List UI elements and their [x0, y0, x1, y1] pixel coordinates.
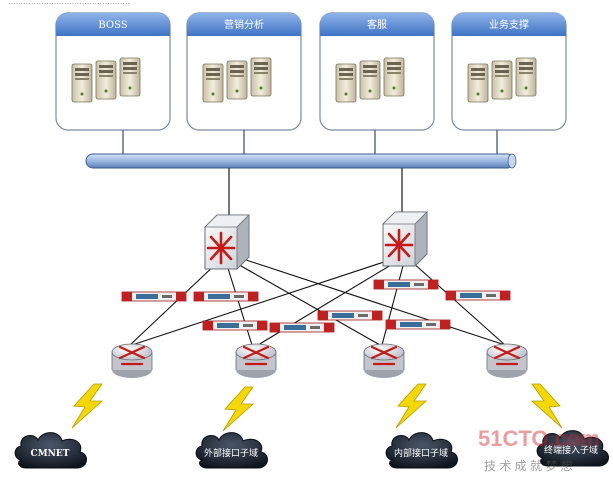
cloud-label: CMNET: [31, 449, 70, 459]
router-icon: [110, 342, 154, 380]
lightning-icon: [71, 383, 103, 429]
server-uplinks: [122, 130, 498, 154]
mesh-links: [129, 257, 506, 346]
firewall-icon: [385, 319, 451, 330]
watermark-logo: 51CTO.com 技 术 成 就 梦 想: [478, 426, 600, 473]
router-icon: [362, 342, 406, 380]
server-group-label: BOSS: [98, 20, 127, 31]
firewall-icon: [445, 290, 511, 301]
server-icon: [72, 58, 140, 102]
server-group-marketing: 营销分析: [186, 12, 302, 131]
bus-uplinks: [228, 168, 403, 215]
server-icon: [203, 58, 271, 102]
server-group-label: 客服: [367, 18, 387, 31]
server-icon: [336, 58, 404, 102]
server-group-label: 营销分析: [224, 18, 264, 31]
firewall-icon: [373, 279, 439, 290]
header-fragment: ........................................…: [8, 0, 130, 6]
firewall-icon: [202, 320, 268, 331]
watermark-tagline: 技 术 成 就 梦 想: [484, 458, 573, 473]
core-switch-left: [203, 213, 251, 271]
router-icon: [234, 342, 278, 380]
server-group-label: 业务支撑: [489, 18, 529, 31]
cloud-label: 内部接口子域: [394, 447, 448, 459]
backbone-bus: [85, 153, 517, 169]
cloud-label: 终端接入子域: [544, 444, 598, 456]
router-icon: [485, 342, 529, 380]
cloud-external: 外部接口子域: [195, 432, 268, 469]
firewall-icon: [269, 322, 335, 333]
lightning-icon: [222, 386, 254, 432]
firewall-icon: [121, 291, 187, 302]
server-icon: [468, 58, 536, 102]
server-group-support: 业务支撑: [451, 12, 567, 131]
cloud-internal: 内部接口子域: [385, 432, 458, 469]
core-switch-right: [381, 210, 429, 268]
lightning-icon: [531, 383, 563, 429]
server-group-boss: BOSS: [55, 12, 171, 131]
firewall-icon: [193, 291, 259, 302]
lightning-icon: [395, 383, 427, 429]
cloud-cmnet: CMNET: [14, 432, 87, 469]
watermark-brand: 51CTO.com: [478, 426, 600, 451]
firewall-icon: [317, 310, 383, 321]
cloud-terminal: 终端接入子域: [536, 430, 609, 467]
server-group-service: 客服: [319, 12, 435, 131]
cloud-label: 外部接口子域: [204, 447, 258, 459]
